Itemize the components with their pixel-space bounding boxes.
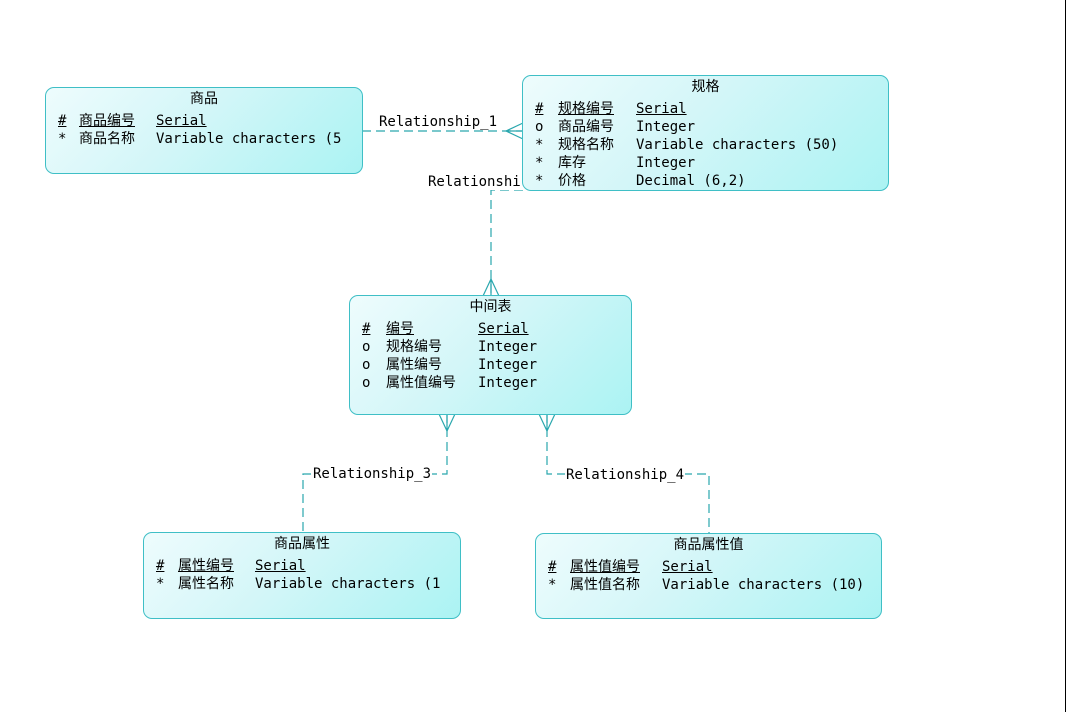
attribute-marker: * <box>548 577 557 593</box>
attribute-marker: o <box>535 119 544 135</box>
attribute-marker: * <box>58 131 67 147</box>
attribute-marker: # <box>535 101 544 117</box>
attribute-name: 商品编号 <box>79 113 135 129</box>
entity-title: 商品属性 <box>274 536 330 552</box>
attribute-name: 属性编号 <box>386 357 442 373</box>
attribute-row: # 编号 Serial <box>362 320 627 338</box>
attribute-marker: o <box>362 375 371 391</box>
attribute-marker: o <box>362 357 371 373</box>
attribute-name: 价格 <box>558 173 586 189</box>
attribute-name: 属性名称 <box>178 576 234 592</box>
attribute-row: # 商品编号 Serial <box>58 112 358 130</box>
entity-goods-attribute[interactable]: 商品属性 # 属性编号 Serial * 属性名称 Variable chara… <box>143 532 461 619</box>
relationship-3-crowsfoot <box>438 413 456 432</box>
attribute-type: Serial <box>662 559 713 575</box>
attribute-row: * 库存 Integer <box>535 154 884 172</box>
attribute-row: * 价格 Decimal (6,2) <box>535 172 884 190</box>
attribute-row: o 商品编号 Integer <box>535 118 884 136</box>
attribute-type: Serial <box>255 558 306 574</box>
attribute-marker: # <box>156 558 165 574</box>
attribute-name: 规格名称 <box>558 137 614 153</box>
attribute-name: 商品名称 <box>79 131 135 147</box>
attribute-row: * 规格名称 Variable characters (50) <box>535 136 884 154</box>
attribute-row: o 属性值编号 Integer <box>362 374 627 392</box>
attribute-type: Variable characters (5 <box>156 131 342 147</box>
relationship-3-label[interactable]: Relationship_3 <box>312 466 433 482</box>
attribute-name: 属性值编号 <box>386 375 456 391</box>
attribute-marker: # <box>58 113 67 129</box>
attribute-name: 规格编号 <box>558 101 614 117</box>
attribute-marker: * <box>535 173 544 189</box>
attribute-type: Decimal (6,2) <box>636 173 746 189</box>
attribute-row: # 规格编号 Serial <box>535 100 884 118</box>
attribute-row: o 属性编号 Integer <box>362 356 627 374</box>
attribute-type: Integer <box>636 119 696 135</box>
attribute-row: * 属性名称 Variable characters (1 <box>156 575 456 593</box>
entity-goods-attribute-value[interactable]: 商品属性值 # 属性值编号 Serial * 属性值名称 Variable ch… <box>535 533 882 619</box>
attribute-type: Integer <box>478 339 538 355</box>
attribute-row: # 属性值编号 Serial <box>548 558 877 576</box>
attribute-type: Integer <box>478 357 538 373</box>
attribute-type: Variable characters (1 <box>255 576 441 592</box>
attribute-type: Serial <box>478 321 529 337</box>
entity-title: 中间表 <box>469 299 512 315</box>
relationship-1-crowsfoot <box>505 122 524 140</box>
relationship-2-line <box>490 189 523 296</box>
attribute-marker: * <box>535 137 544 153</box>
attribute-name: 规格编号 <box>386 339 442 355</box>
attribute-type: Serial <box>636 101 687 117</box>
attribute-marker: # <box>362 321 371 337</box>
attribute-row: o 规格编号 Integer <box>362 338 627 356</box>
attribute-marker: * <box>156 576 165 592</box>
attribute-marker: o <box>362 339 371 355</box>
entity-goods[interactable]: 商品 # 商品编号 Serial * 商品名称 Variable charact… <box>45 87 363 174</box>
attribute-row: # 属性编号 Serial <box>156 557 456 575</box>
entity-middle-table[interactable]: 中间表 # 编号 Serial o 规格编号 Integer o 属性编号 In… <box>349 295 632 415</box>
entity-title: 商品属性值 <box>673 537 744 553</box>
attribute-name: 编号 <box>386 321 414 337</box>
attribute-name: 属性值编号 <box>570 559 640 575</box>
attribute-name: 商品编号 <box>558 119 614 135</box>
entity-title: 规格 <box>691 79 720 95</box>
attribute-name: 属性值名称 <box>570 577 640 593</box>
attribute-type: Integer <box>636 155 696 171</box>
entity-spec[interactable]: 规格 # 规格编号 Serial o 商品编号 Integer * 规格名称 V… <box>522 75 889 191</box>
attribute-name: 库存 <box>558 155 586 171</box>
relationship-2-label[interactable]: Relationshi <box>427 174 524 190</box>
attribute-type: Integer <box>478 375 538 391</box>
attribute-name: 属性编号 <box>178 558 234 574</box>
relationship-4-crowsfoot <box>538 413 556 432</box>
entity-title: 商品 <box>190 91 218 107</box>
attribute-marker: * <box>535 155 544 171</box>
attribute-type: Serial <box>156 113 207 129</box>
relationship-4-label[interactable]: Relationship_4 <box>565 467 686 483</box>
attribute-row: * 属性值名称 Variable characters (10) <box>548 576 877 594</box>
relationship-2-crowsfoot <box>482 278 500 297</box>
attribute-type: Variable characters (50) <box>636 137 839 153</box>
attribute-type: Variable characters (10) <box>662 577 865 593</box>
attribute-row: * 商品名称 Variable characters (5 <box>58 130 358 148</box>
attribute-marker: # <box>548 559 557 575</box>
canvas-right-border <box>1065 0 1066 712</box>
relationship-1-label[interactable]: Relationship_1 <box>378 114 499 130</box>
